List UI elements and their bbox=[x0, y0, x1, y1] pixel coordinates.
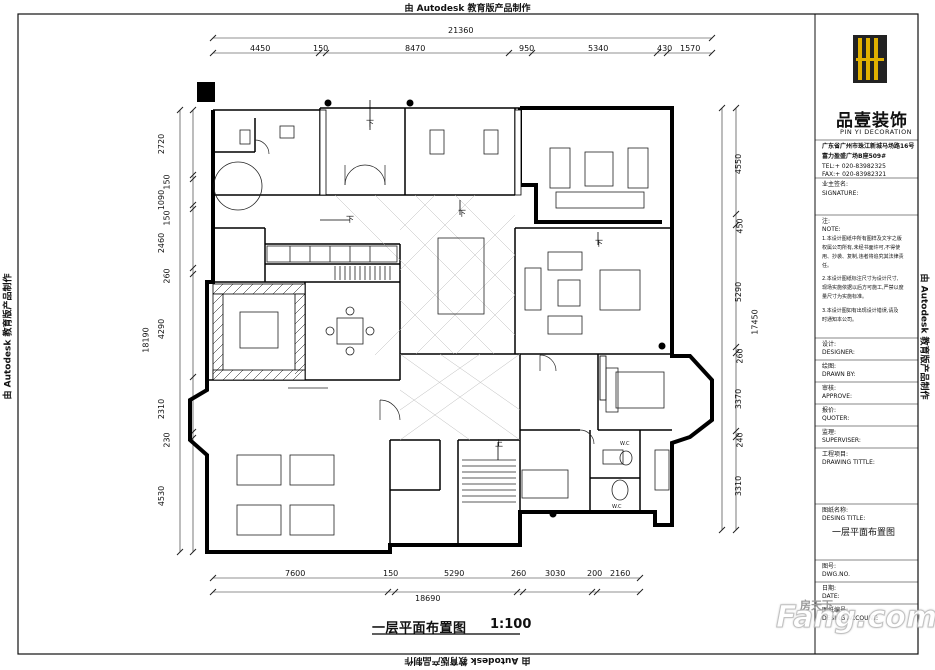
note-line: 任。 bbox=[822, 263, 833, 269]
note-label-en: NOTE: bbox=[822, 226, 841, 233]
brand-logo bbox=[853, 35, 887, 83]
designer-label-en: DESIGNER: bbox=[822, 349, 855, 356]
owner-sign-label: 业主签名: bbox=[822, 181, 849, 188]
wc-label-2: W.C bbox=[612, 504, 622, 510]
designer-label: 设计: bbox=[822, 341, 837, 348]
note-line: 时通知本公司。 bbox=[822, 317, 858, 323]
note-line: 2.本设计图纸标注尺寸为设计尺寸, bbox=[822, 276, 899, 282]
dim-top-3: 950 bbox=[519, 44, 535, 53]
brand-name: 品壹装饰 bbox=[836, 111, 908, 131]
drawn-by-label-en: DRAWN BY: bbox=[822, 371, 856, 378]
note-line: 权属公司所有,未经书面许可,不得使 bbox=[822, 245, 901, 251]
tel: TEL:+ 020-83982325 bbox=[822, 163, 886, 170]
column-block bbox=[197, 82, 215, 102]
hatch-lines bbox=[212, 283, 306, 381]
dim-bottom-4: 3030 bbox=[545, 569, 566, 578]
dim-top-1: 150 bbox=[313, 44, 329, 53]
dim-bottom-total: 18690 bbox=[415, 594, 441, 603]
date-label: 日期: bbox=[822, 585, 837, 592]
quoter-label: 报价: bbox=[822, 407, 837, 414]
drawing-title-label: 图纸名称: bbox=[822, 507, 849, 514]
watermark-top: 由 Autodesk 教育版产品制作 bbox=[404, 4, 531, 14]
brand-name-en: PIN YI DECORATION bbox=[840, 128, 913, 136]
note-line: 3.本设计图如有出现设计错误,请及 bbox=[822, 308, 899, 314]
hatched-walls bbox=[212, 109, 607, 401]
dim-bottom-5: 200 bbox=[587, 569, 603, 578]
down-label-1: 下 bbox=[366, 119, 374, 128]
drawing-name: 一层平面布置图 bbox=[832, 528, 896, 538]
site-watermark-logo: Fang.com bbox=[775, 600, 935, 636]
dim-top-5: 430 bbox=[657, 44, 673, 53]
owner-sign-label-en: SIGNATURE: bbox=[822, 190, 859, 197]
project-label-en: DRAWING TITTLE: bbox=[822, 459, 875, 466]
superviser-label: 监理: bbox=[822, 429, 837, 436]
dim-bottom-6: 2160 bbox=[610, 569, 631, 578]
floor-tiles bbox=[334, 194, 521, 441]
note-line: 1.本设计图纸中所有图样及文字之版 bbox=[822, 236, 902, 242]
note-label: 注: bbox=[822, 218, 831, 225]
approve-label: 审核: bbox=[822, 385, 837, 392]
approve-label-en: APPROVE: bbox=[822, 393, 853, 400]
marker-dots bbox=[324, 99, 666, 518]
account-label: 图纸编号: bbox=[822, 607, 849, 614]
account-label-en: DESING ACCOUNT: bbox=[822, 615, 879, 622]
address-line-2: 富力盈盛广场B座509# bbox=[822, 153, 887, 160]
stair-up-label: 上 bbox=[495, 439, 503, 448]
site-watermark-cn: 房天下 bbox=[800, 599, 833, 612]
sheet-border bbox=[17, 13, 919, 655]
dim-bottom-1: 150 bbox=[383, 569, 399, 578]
dim-top-6: 1570 bbox=[680, 44, 701, 53]
dimension-ticks bbox=[176, 34, 740, 596]
date-label-en: DATE: bbox=[822, 593, 840, 600]
dimension-lines bbox=[179, 37, 737, 593]
down-label-3: 下 bbox=[458, 209, 466, 218]
dim-top-4: 5340 bbox=[588, 44, 609, 53]
plan-title: 一层平面布置图 bbox=[372, 621, 467, 636]
address-line-1: 广东省广州市珠江新城马场路16号 bbox=[822, 143, 915, 150]
section-markers bbox=[320, 100, 599, 460]
down-label-4: 下 bbox=[595, 239, 603, 248]
dim-top-total: 21360 bbox=[448, 26, 474, 35]
furniture bbox=[213, 125, 670, 536]
superviser-label-en: SUPERVISER: bbox=[822, 437, 861, 444]
note-line: 量尺寸为实施标准。 bbox=[822, 294, 868, 300]
down-label-2: 下 bbox=[346, 215, 354, 224]
plan-scale: 1:100 bbox=[490, 617, 532, 632]
dwg-no-label: 图号: bbox=[822, 563, 837, 570]
dim-bottom-0: 7600 bbox=[285, 569, 306, 578]
note-line: 用、抄袭、复制,违者将追究其法律责 bbox=[822, 254, 904, 260]
dim-bottom-2: 5290 bbox=[444, 569, 465, 578]
dim-top-2: 8470 bbox=[405, 44, 426, 53]
dim-bottom-3: 260 bbox=[511, 569, 527, 578]
project-label: 工程项目: bbox=[822, 451, 849, 458]
door-swings bbox=[254, 139, 673, 445]
note-line: 现场实施依据以后方可施工,严禁以度 bbox=[822, 285, 904, 291]
dwg-no-label-en: DWG.NO. bbox=[822, 571, 850, 578]
dim-top-0: 4450 bbox=[250, 44, 271, 53]
drawing-title-label-en: DESING TITLE: bbox=[822, 515, 866, 522]
wc-label-1: W.C bbox=[620, 441, 630, 447]
fax: FAX:+ 020-83982321 bbox=[822, 171, 887, 178]
drawn-by-label: 绘图: bbox=[822, 363, 837, 370]
quoter-label-en: QUOTER: bbox=[822, 415, 850, 422]
